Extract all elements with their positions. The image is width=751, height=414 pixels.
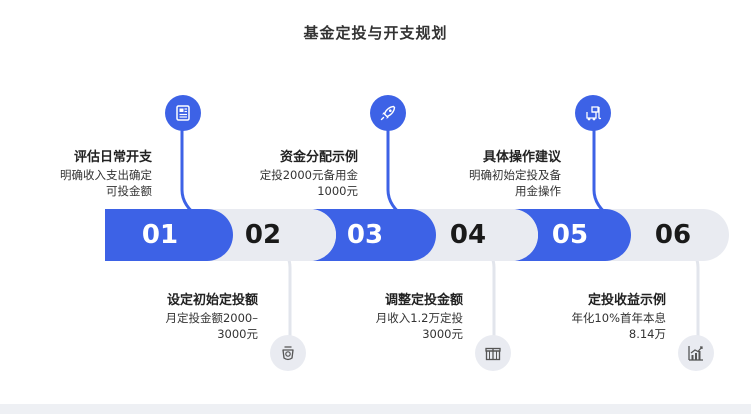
- step-number-01: 01: [141, 220, 179, 250]
- step-04-desc-line-1: 月收入1.2万定投: [375, 311, 463, 325]
- rocket-icon: [380, 105, 396, 121]
- page-title: 基金定投与开支规划: [303, 24, 448, 42]
- step-04-icon-badge: [475, 335, 511, 371]
- step-05-icon-badge: [575, 95, 611, 131]
- step-06-icon-badge: [678, 335, 714, 371]
- step-04-label: 调整定投金额 月收入1.2万定投 3000元: [325, 292, 463, 342]
- step-03-heading: 资金分配示例: [279, 150, 358, 165]
- step-number-04: 04: [449, 220, 487, 250]
- step-03-desc-line-1: 定投2000元备用金: [259, 168, 358, 182]
- step-04-heading: 调整定投金额: [384, 293, 463, 308]
- forklift-icon: [586, 106, 601, 121]
- step-02-icon-badge: [270, 335, 306, 371]
- step-05-desc-line-1: 明确初始定投及备: [469, 168, 561, 182]
- step-01-icon-badge: [165, 95, 201, 131]
- segment-06: [605, 209, 729, 261]
- step-05-desc-line-2: 用金操作: [515, 184, 561, 198]
- step-02-desc-line-2: 3000元: [217, 327, 258, 341]
- growth-chart-icon: [688, 346, 703, 361]
- step-03-desc-line-2: 1000元: [317, 184, 358, 198]
- step-06-desc-line-1: 年化10%首年本息: [571, 311, 666, 325]
- step-06-desc-line-2: 8.14万: [628, 327, 666, 341]
- step-01-desc-line-1: 明确收入支出确定: [60, 168, 152, 182]
- step-03-icon-badge: [370, 95, 406, 131]
- step-01-heading: 评估日常开支: [73, 150, 152, 165]
- step-01-label: 评估日常开支 明确收入支出确定 可投金额: [20, 149, 152, 199]
- step-06-heading: 定投收益示例: [587, 293, 666, 308]
- step-05-label: 具体操作建议 明确初始定投及备 用金操作: [430, 149, 561, 199]
- step-number-06: 06: [654, 220, 692, 250]
- step-01-desc-line-2: 可投金额: [106, 184, 152, 198]
- step-05-heading: 具体操作建议: [482, 150, 561, 165]
- segment-01: [105, 209, 233, 261]
- step-03-label: 资金分配示例 定投2000元备用金 1000元: [225, 149, 358, 199]
- segment-04: [410, 209, 538, 261]
- document-icon: [176, 105, 190, 121]
- process-band: [105, 209, 729, 261]
- segment-03: [310, 209, 436, 261]
- step-number-05: 05: [551, 220, 589, 250]
- segment-05: [512, 209, 631, 261]
- step-02-heading: 设定初始定投额: [166, 293, 258, 308]
- step-04-desc-line-2: 3000元: [422, 327, 463, 341]
- step-02-desc-line-1: 月定投金额2000–: [165, 311, 258, 325]
- step-number-03: 03: [346, 220, 384, 250]
- segment-02: [207, 209, 336, 261]
- footer-bar: [0, 404, 751, 414]
- gift-box-icon: [485, 347, 501, 361]
- step-number-02: 02: [244, 220, 282, 250]
- hand-coin-icon: [282, 346, 294, 361]
- step-06-label: 定投收益示例 年化10%首年本息 8.14万: [528, 292, 666, 342]
- step-02-label: 设定初始定投额 月定投金额2000– 3000元: [120, 292, 258, 342]
